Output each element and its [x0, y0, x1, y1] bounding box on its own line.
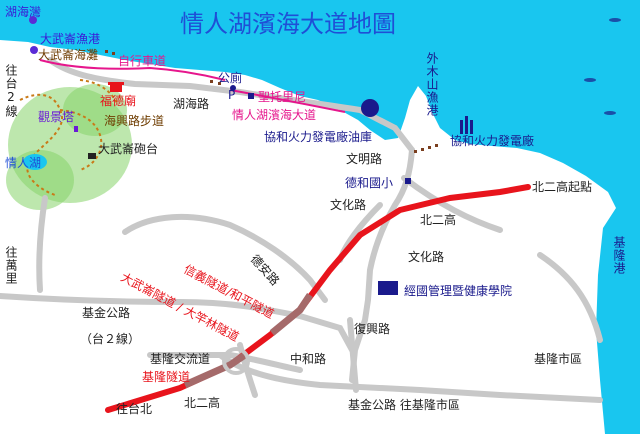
lake-label: 情人湖 [5, 156, 42, 170]
oil-depot-marker [361, 99, 379, 117]
n2-label-1: 北二高 [420, 213, 457, 227]
tai2-label: （台２線） [80, 332, 141, 346]
artillery-label: 大武崙砲台 [98, 142, 159, 156]
school-label: 德和國小 [345, 176, 394, 190]
parking-icon: P [228, 88, 236, 102]
road-fuxing-label: 復興路 [354, 322, 391, 336]
bike-path-label: 自行車道 [118, 54, 167, 68]
temple-icon [108, 82, 124, 92]
road-wenhua-label-2: 文化路 [408, 250, 445, 264]
road-wenhua-label-1: 文化路 [330, 198, 367, 212]
keelung-port-label: 基隆港 [612, 236, 626, 275]
road-jijin-label: 基金公路 [82, 306, 131, 320]
temple-label: 福德廟 [100, 94, 137, 108]
road-zhonghe-label: 中和路 [290, 352, 327, 366]
park-area [6, 79, 132, 210]
santori-marker [248, 93, 254, 99]
n2-start-label: 北二高起點 [532, 180, 593, 194]
tunnel-segment [183, 352, 247, 389]
university-marker [378, 281, 398, 295]
interchange-loop [222, 347, 250, 375]
boat-dots [105, 50, 438, 153]
outer-port-label: 外木山漁港 [425, 52, 439, 117]
to-taipei-label: 往台北 [116, 402, 153, 416]
factory-icon [460, 116, 473, 134]
to-wanli-label: 往萬里 [4, 246, 18, 285]
to-tai2-label: 往台2線 [4, 64, 18, 118]
university-label: 經國管理暨健康學院 [404, 284, 513, 298]
beach-label: 大武崙海灘 [38, 48, 99, 62]
school-marker [405, 178, 411, 184]
port-marker [30, 46, 38, 54]
bay-marker [29, 16, 37, 24]
artillery-marker [88, 153, 96, 159]
keelung-tunnel-label: 基隆隧道 [142, 370, 191, 384]
tunnel-segment [269, 293, 313, 336]
bay-label: 湖海灣 [5, 5, 42, 19]
bike-path-line [39, 59, 226, 81]
road-wenming-label: 文明路 [346, 152, 383, 166]
power-plant-label: 協和火力發電廠 [450, 134, 535, 148]
toilet-marker [230, 85, 236, 91]
tower-label: 觀景塔 [38, 110, 75, 124]
keelung-city-label: 基隆市區 [534, 352, 583, 366]
oil-depot-label: 協和火力發電廠油庫 [264, 130, 373, 144]
trail-label: 海興路步道 [104, 114, 165, 128]
scenic-road-line [229, 89, 346, 113]
lake-shape [23, 154, 47, 170]
santori-label: 聖托里尼 [258, 90, 307, 104]
n2-label-3: 北二高 [184, 396, 221, 410]
road-jijin-to-keelung-label: 基金公路 往基隆市區 [348, 398, 460, 412]
toilet-label: 公廁 [218, 71, 243, 85]
port-label: 大武崙漁港 [40, 32, 101, 46]
map-title: 情人湖濱海大道地圖 [180, 10, 396, 38]
scenic-road-label: 情人湖濱海大道 [232, 108, 317, 122]
ship-icon [584, 18, 621, 115]
road-huhai-label: 湖海路 [173, 97, 210, 111]
tower-marker [74, 126, 78, 132]
interchange-label: 基隆交流道 [150, 352, 211, 366]
